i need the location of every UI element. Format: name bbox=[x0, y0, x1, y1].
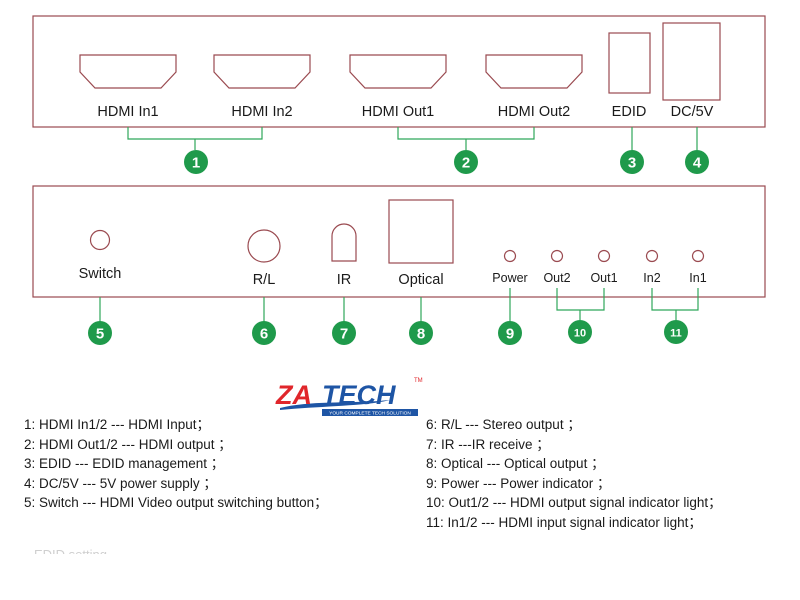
zatech-logo: ZA TECH TM YOUR COMPLETE TECH SOLUTION bbox=[275, 378, 423, 417]
connector-10 bbox=[556, 288, 605, 320]
logo-tagline-bar bbox=[322, 409, 418, 416]
callout-4: 4 bbox=[693, 155, 702, 172]
callout-circle-1 bbox=[184, 150, 208, 174]
callouts-bottom: 5 6 7 8 9 10 11 bbox=[88, 320, 688, 345]
legend-item-3: 3: EDID --- EDID management ； bbox=[24, 456, 225, 472]
label-out2: Out2 bbox=[543, 271, 570, 285]
hdmi-in2-port bbox=[213, 54, 311, 89]
optical-port bbox=[388, 199, 454, 264]
callout-circle-3 bbox=[620, 150, 644, 174]
logo-brand-a: ZA bbox=[275, 380, 312, 410]
label-rl: R/L bbox=[253, 272, 276, 288]
hdmi-out2-port bbox=[485, 54, 583, 89]
callout-1: 1 bbox=[192, 155, 200, 172]
legend-right: 6: R/L --- Stereo output ； 7: IR ---IR r… bbox=[426, 415, 722, 533]
callout-circle-7 bbox=[332, 321, 356, 345]
led-in1 bbox=[691, 249, 705, 263]
label-ir: IR bbox=[337, 272, 352, 288]
callout-3: 3 bbox=[628, 155, 636, 172]
callout-circle-4 bbox=[685, 150, 709, 174]
bottom-panel bbox=[32, 185, 766, 298]
legend-left: 1: HDMI In1/2 --- HDMI Input； 2: HDMI Ou… bbox=[24, 415, 328, 513]
callout-circle-2 bbox=[454, 150, 478, 174]
label-in2: In2 bbox=[643, 271, 660, 285]
label-hdmi-in1: HDMI In1 bbox=[97, 104, 158, 120]
legend-item-10: 10: Out1/2 --- HDMI output signal indica… bbox=[426, 495, 722, 511]
led-in2 bbox=[645, 249, 659, 263]
legend-item-8: 8: Optical --- Optical output ； bbox=[426, 456, 605, 472]
label-switch: Switch bbox=[79, 266, 122, 282]
legend-item-9: 9: Power --- Power indicator ； bbox=[426, 475, 611, 491]
label-hdmi-out1: HDMI Out1 bbox=[362, 104, 435, 120]
label-power: Power bbox=[492, 271, 527, 285]
callout-6: 6 bbox=[260, 326, 268, 343]
connector-2 bbox=[397, 127, 535, 150]
hdmi-out1-port bbox=[349, 54, 447, 89]
callout-8: 8 bbox=[417, 326, 425, 343]
label-in1: In1 bbox=[689, 271, 706, 285]
label-optical: Optical bbox=[398, 272, 443, 288]
ir-receiver bbox=[331, 223, 357, 262]
callout-circle-8 bbox=[409, 321, 433, 345]
connector-11 bbox=[651, 288, 699, 320]
legend-item-7: 7: IR ---IR receive ； bbox=[426, 436, 550, 452]
rl-jack bbox=[247, 229, 281, 263]
switch-button bbox=[89, 229, 111, 251]
logo-tagline: YOUR COMPLETE TECH SOLUTION bbox=[329, 411, 411, 417]
callout-5: 5 bbox=[96, 326, 104, 343]
callout-9: 9 bbox=[506, 326, 514, 343]
led-power bbox=[503, 249, 517, 263]
legend-item-4: 4: DC/5V --- 5V power supply ； bbox=[24, 475, 217, 491]
label-out1: Out1 bbox=[590, 271, 617, 285]
hdmi-in1-port bbox=[79, 54, 177, 89]
legend-item-2: 2: HDMI Out1/2 --- HDMI output ； bbox=[24, 436, 232, 452]
label-dc-5v: DC/5V bbox=[671, 104, 714, 120]
legend-item-5: 5: Switch --- HDMI Video output switchin… bbox=[24, 495, 328, 511]
label-hdmi-in2: HDMI In2 bbox=[231, 104, 292, 120]
callout-7: 7 bbox=[340, 326, 348, 343]
callout-circle-6 bbox=[252, 321, 276, 345]
callout-circle-10 bbox=[568, 320, 592, 344]
led-out1 bbox=[597, 249, 611, 263]
label-edid: EDID bbox=[612, 104, 647, 120]
callout-circle-9 bbox=[498, 321, 522, 345]
led-out2 bbox=[550, 249, 564, 263]
callout-circle-11 bbox=[664, 320, 688, 344]
logo-tm: TM bbox=[414, 378, 423, 384]
dc-5v-jack bbox=[662, 22, 721, 101]
callout-10: 10 bbox=[574, 328, 586, 340]
callouts-top: 1 2 3 4 bbox=[184, 150, 709, 174]
logo-brand-b: TECH bbox=[322, 380, 396, 410]
top-panel bbox=[32, 15, 766, 128]
legend-item-1: 1: HDMI In1/2 --- HDMI Input； bbox=[24, 417, 211, 432]
label-hdmi-out2: HDMI Out2 bbox=[498, 104, 571, 120]
callout-11: 11 bbox=[670, 328, 682, 340]
legend-item-6: 6: R/L --- Stereo output ； bbox=[426, 417, 581, 432]
callout-2: 2 bbox=[462, 155, 470, 172]
logo-swoosh bbox=[280, 400, 390, 410]
legend-item-11: 11: In1/2 --- HDMI input signal indicato… bbox=[426, 514, 702, 530]
edid-switch bbox=[608, 32, 651, 94]
connector-1 bbox=[127, 127, 263, 150]
callout-circle-5 bbox=[88, 321, 112, 345]
cutoff-text: EDID setting bbox=[34, 548, 107, 554]
